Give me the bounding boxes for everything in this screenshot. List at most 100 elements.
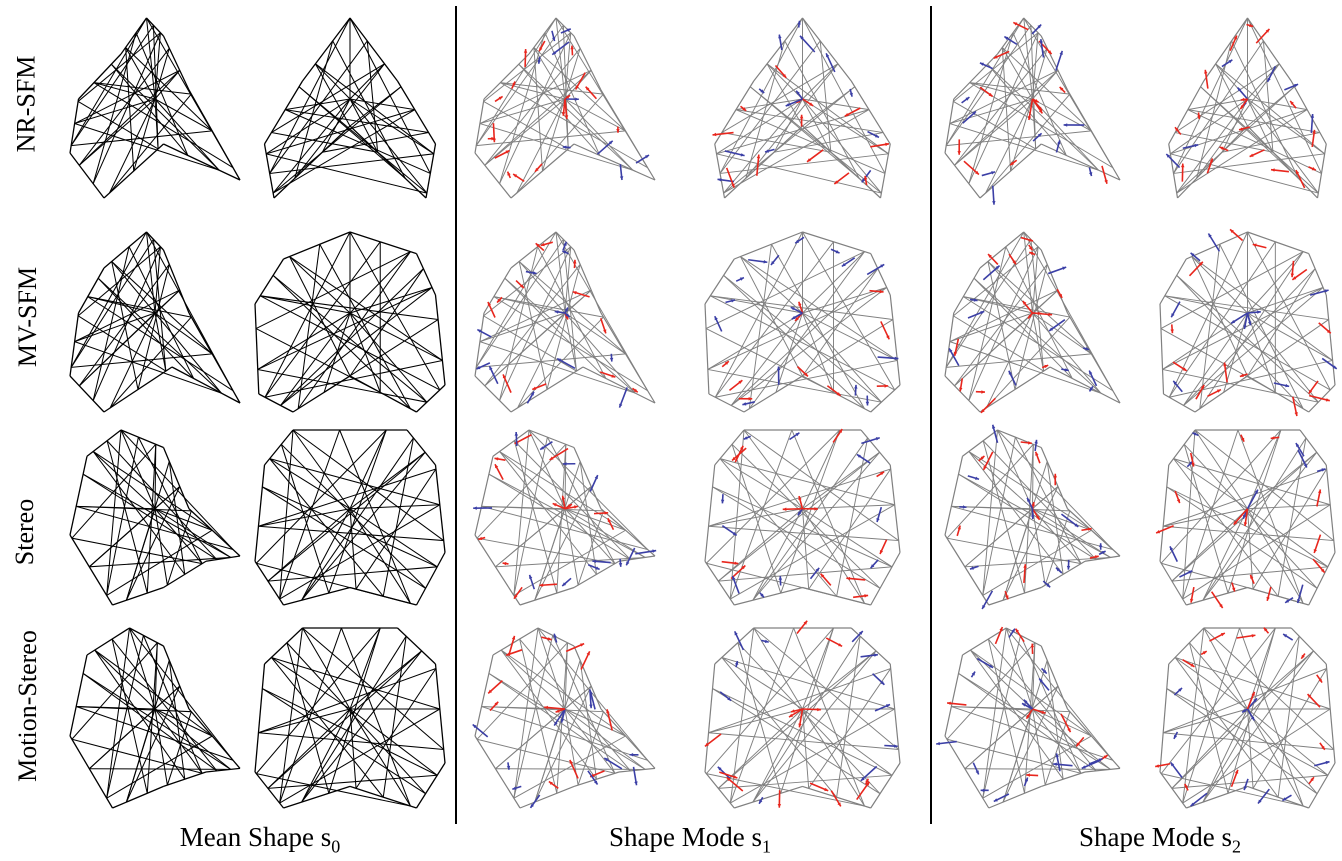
mesh-edge [475,153,511,198]
mesh-edge [78,101,158,148]
mesh-edge [255,465,265,561]
mesh-edge [1175,657,1247,709]
mesh-edge [1169,430,1195,465]
mesh-edge [70,153,104,198]
row-label-motion-stereo: Motion-Stereo [13,630,43,782]
arrow-head [1181,164,1184,168]
mesh-edge [520,588,574,606]
arrow-head [981,789,985,792]
mesh-edge [950,124,1099,171]
mesh-edge [1164,394,1196,412]
mesh-edge [167,511,191,585]
arrow-head [992,201,995,205]
mesh-edge [1326,295,1335,385]
mesh-edge [417,385,446,412]
mesh-edge [718,452,879,581]
mesh-edge [1183,628,1204,803]
mesh-edge [565,313,576,371]
mesh-edge [493,628,538,655]
arrow-head [757,155,760,159]
mesh-edge [417,553,446,606]
mesh-edge [1033,313,1044,371]
mesh-edge [890,465,900,553]
mesh-edge [730,430,792,599]
mesh-edge [302,438,414,600]
mesh-edge [965,769,1111,770]
mesh-edge [713,487,892,567]
mesh-edge [259,394,293,412]
arrow-head [1064,123,1068,126]
mesh-edge [475,655,493,736]
mesh-edge [871,763,900,808]
arrow-head [1257,310,1261,313]
mesh-edge [890,295,900,385]
arrow-head [885,384,889,387]
mesh-edge [273,99,350,193]
mesh-edge [258,709,350,733]
mesh-edge [724,110,869,193]
mesh-edge [72,444,156,538]
mesh-edge [718,651,876,788]
mesh-edge [436,295,446,385]
mesh-edge [989,588,1042,606]
mesh-edge [1248,99,1319,193]
mesh-edge [945,456,963,535]
mesh-edge [998,430,1113,550]
row-label-mv-sfm: MV-SFM [13,267,43,367]
mesh-edge [111,64,219,170]
mesh-edge [1160,465,1169,561]
mesh-edge [72,643,157,740]
row-label-nr-sfm: NR-SFM [11,56,41,153]
arrow-head [957,151,960,155]
mesh-edge [475,456,493,535]
mesh-edge [138,437,202,563]
mesh-edge [730,628,793,803]
mesh-edge [280,628,342,803]
mesh-edge [484,101,569,148]
arrow-head [798,302,801,306]
mesh-edge [988,64,1099,170]
mesh-edge [500,83,647,168]
mesh-edge [303,628,351,709]
mesh-edge [167,712,191,785]
column-divider-2 [930,6,932,824]
mesh-edge [794,628,865,806]
mesh-edge [1163,733,1334,750]
mesh-edge [553,635,615,773]
mesh-edge [155,313,166,371]
mesh-edge [126,47,213,130]
mesh-edge [946,232,1024,367]
arrow-head [1060,51,1063,55]
mesh-edge [121,430,233,550]
mesh-edge [155,709,167,785]
mesh-edge [284,232,351,259]
mesh-edge [1167,487,1328,567]
mesh-edge [890,664,900,763]
mesh-edge [734,786,802,808]
mesh-edge [258,287,432,369]
mesh-edge [705,304,709,394]
mesh-edge [1175,64,1279,133]
mesh-edge [720,459,837,597]
mesh-edge [1045,511,1070,585]
mesh-edge [70,655,87,736]
mesh-edge [273,110,415,193]
mesh-edge [722,657,837,797]
mesh-edge [271,64,384,133]
mesh-edge [350,99,427,193]
mesh-edge [1163,287,1324,369]
mesh-edge [256,329,380,393]
mesh-edge [113,588,164,606]
mesh-edge [1021,635,1081,773]
arrow-head [524,49,527,53]
mesh-edge [89,769,230,770]
arrow-head [783,507,787,510]
mesh-edge [715,628,754,664]
mesh-edge [350,18,398,81]
mesh-edge [1169,628,1204,664]
mesh-edge [1175,657,1278,797]
arrow-head [515,432,518,436]
mesh-edge [1169,232,1247,397]
mesh-edge [350,509,410,604]
mesh-edge [493,430,529,456]
